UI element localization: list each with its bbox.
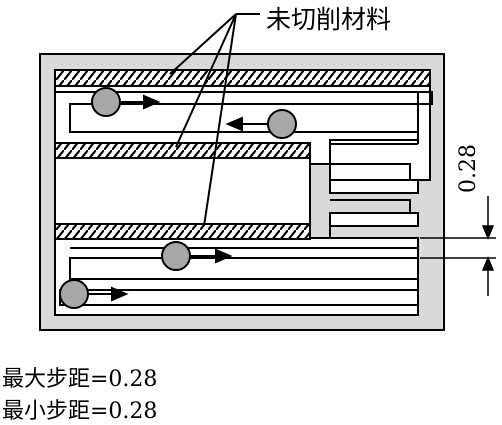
cutter-positions <box>59 87 297 309</box>
arrow-up-icon <box>481 256 495 271</box>
unmachined-strip-middle <box>54 142 311 159</box>
comb-channels <box>330 143 418 227</box>
tool-circle <box>161 241 191 271</box>
arrow-right-icon <box>111 286 129 302</box>
max-step-text: 最大步距=0.28 <box>2 367 158 392</box>
unmachined-strip-lower <box>54 223 311 240</box>
annotation-leaders <box>169 13 260 227</box>
tool-circle <box>267 109 297 139</box>
min-step-text: 最小步距=0.28 <box>2 399 158 424</box>
unmachined-strip-top <box>54 69 431 87</box>
dimension-label: 0.28 <box>455 144 481 193</box>
dimension-marker <box>420 196 496 296</box>
arrow-down-icon <box>481 225 495 240</box>
tool-circle <box>91 87 121 117</box>
arrow-right-icon <box>215 248 233 264</box>
arrow-right-icon <box>143 94 161 110</box>
unmachined-material-label: 未切削材料 <box>266 5 392 34</box>
arrow-left-icon <box>225 116 243 132</box>
tool-circle <box>59 279 89 309</box>
